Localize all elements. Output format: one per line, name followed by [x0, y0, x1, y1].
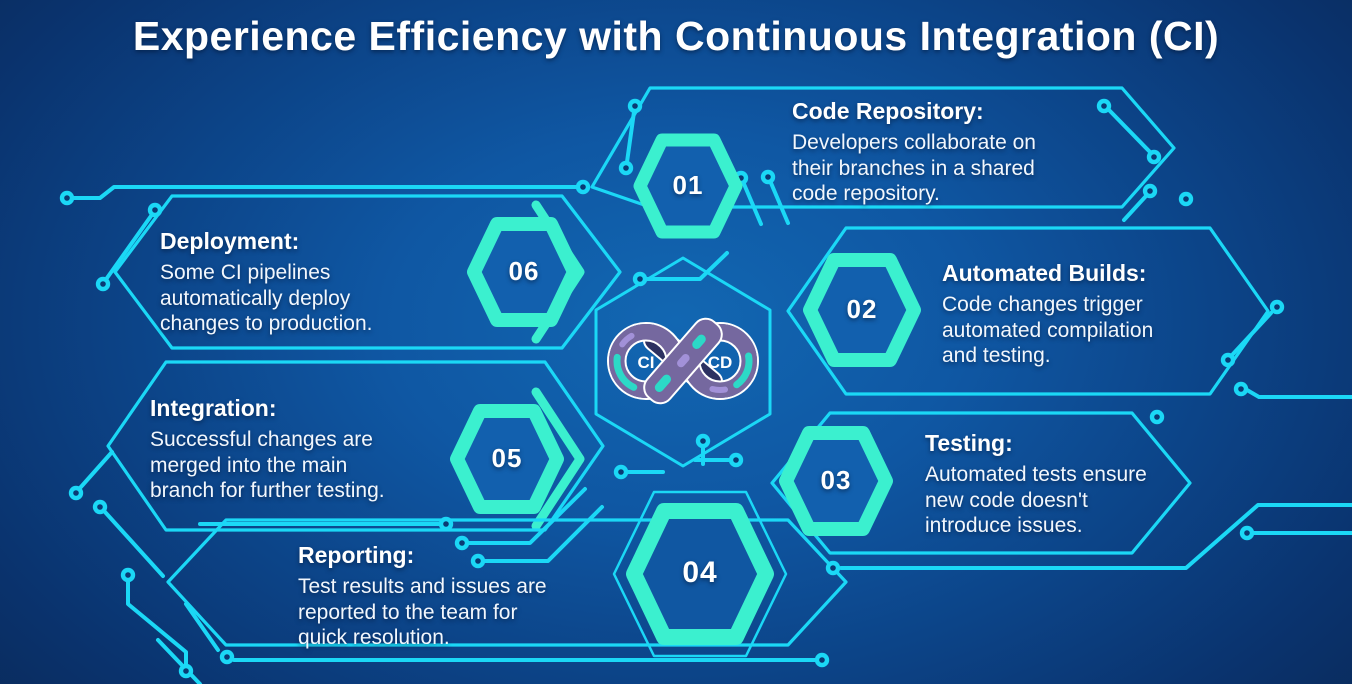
hexagon-06	[467, 217, 581, 327]
panel-outlines	[106, 86, 1270, 647]
step-line: their branches in a shared	[792, 156, 1035, 180]
step-line: branch for further testing.	[150, 479, 385, 502]
hexagon-01	[633, 133, 743, 239]
step-number-04: 04	[682, 556, 718, 589]
step-line: Test results and issues are	[298, 575, 547, 598]
number-hexagons	[450, 133, 921, 658]
step-line: and testing.	[942, 344, 1051, 367]
hexagon-02	[803, 253, 921, 367]
logo-ci-label: CI	[638, 353, 655, 372]
step-line: Automated tests ensure	[925, 463, 1147, 486]
panel-outline-02	[786, 226, 1270, 396]
step-line: changes to production.	[160, 312, 373, 335]
mint-hex-fragment-bottom	[531, 387, 585, 531]
step-heading: Integration:	[150, 395, 277, 421]
circuit-traces	[59, 98, 1352, 684]
hexagon-04	[626, 503, 774, 645]
step-text-01: Code Repository: Developers collaborate …	[792, 98, 1036, 207]
step-heading: Reporting:	[298, 542, 415, 568]
step-line: Developers collaborate on	[792, 131, 1036, 154]
step-line: merged into the main	[150, 453, 348, 477]
step-line: Some CI pipelines	[160, 261, 331, 284]
page-title: Experience Efficiency with Continuous In…	[132, 13, 1220, 59]
step-number-06: 06	[508, 256, 540, 286]
step-number-01: 01	[672, 170, 704, 200]
step-line: new code doesn't	[925, 488, 1088, 512]
center-hexagon-ring	[594, 256, 772, 468]
step-heading: Deployment:	[160, 228, 300, 254]
panel-outline-06	[113, 194, 622, 350]
step-line: Code changes trigger	[942, 293, 1143, 316]
ci-cd-infinity-logo: CI CD	[607, 317, 759, 405]
panel-outline-04	[166, 518, 848, 647]
hexagon-03	[779, 426, 893, 536]
step-line: reported to the team for	[298, 600, 518, 624]
step-heading: Automated Builds:	[942, 260, 1147, 286]
logo-cd-label: CD	[708, 353, 733, 372]
step-line: Successful changes are	[150, 428, 373, 451]
step-number-02: 02	[846, 294, 878, 324]
step-line: introduce issues.	[925, 514, 1083, 537]
step-line: automatically deploy	[160, 286, 351, 310]
step-text-06: Deployment: Some CI pipelines automatica…	[160, 228, 372, 337]
step-number-05: 05	[491, 443, 523, 473]
step-line: automated compilation	[942, 318, 1154, 342]
step-number-03: 03	[820, 465, 852, 495]
step-line: code repository.	[792, 182, 940, 205]
step-text-03: Testing: Automated tests ensure new code…	[925, 430, 1147, 539]
step-text-04: Reporting: Test results and issues are r…	[298, 542, 547, 651]
hexagon-04-outline	[612, 490, 788, 658]
step-heading: Code Repository:	[792, 98, 984, 124]
step-heading: Testing:	[925, 430, 1013, 456]
step-text-05: Integration: Successful changes are merg…	[150, 395, 385, 504]
panel-outline-03	[770, 411, 1192, 555]
step-line: quick resolution.	[298, 626, 450, 649]
panel-outline-05	[106, 360, 605, 532]
step-text-02: Automated Builds: Code changes trigger a…	[942, 260, 1153, 369]
hexagon-05	[450, 404, 564, 514]
